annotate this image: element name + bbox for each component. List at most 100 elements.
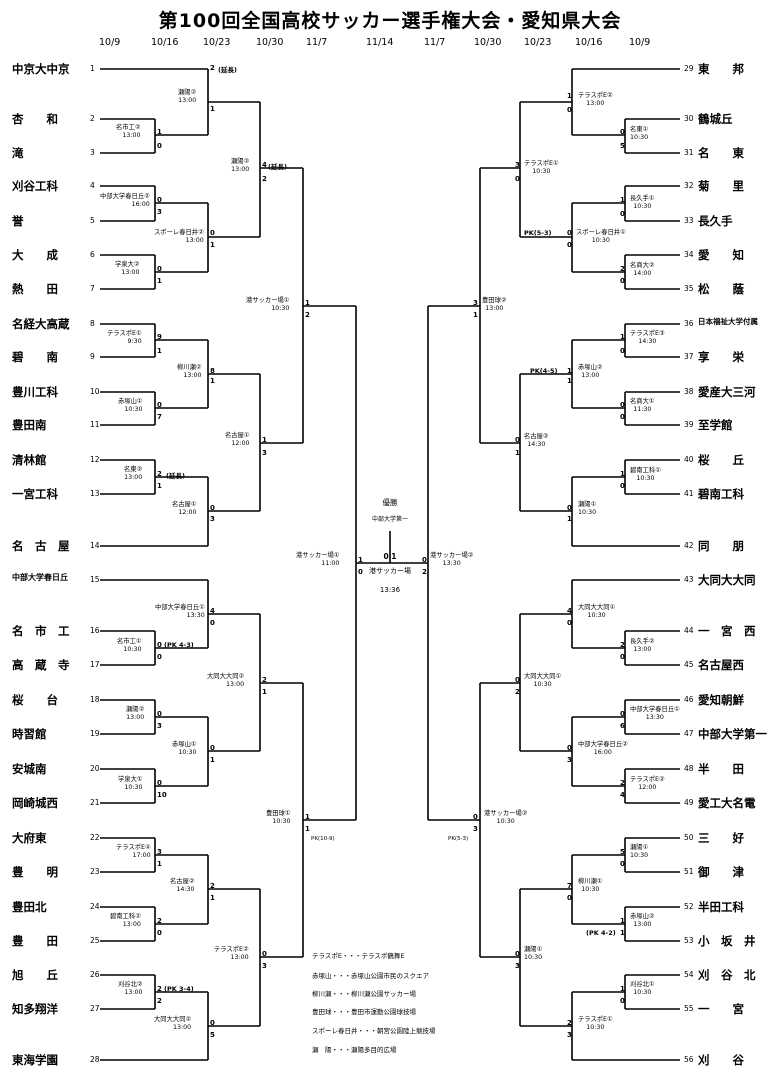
left-team-name: 知多翔洋 xyxy=(12,1002,58,1016)
left-team-name: 豊 田 xyxy=(12,934,58,948)
venue-name: テラスポE② xyxy=(630,776,665,783)
venue-time: 13:00 xyxy=(485,305,504,312)
left-team-seed: 23 xyxy=(90,867,100,876)
match-score: 3 xyxy=(515,962,520,970)
venue-time: 10:30 xyxy=(271,305,290,312)
champion-label: 優勝 xyxy=(382,498,398,507)
venue-name: 中部大学春日丘② xyxy=(578,741,628,748)
match-score: 2 xyxy=(620,779,625,787)
left-team-seed: 21 xyxy=(90,798,100,807)
venue-time: 10:30 xyxy=(123,646,142,653)
date-label: 10/16 xyxy=(575,37,603,48)
right-team-name: 菊 里 xyxy=(698,179,744,193)
left-team-seed: 3 xyxy=(90,148,95,157)
venue-name: テラスポE① xyxy=(524,160,559,167)
left-team-seed: 20 xyxy=(90,764,100,773)
left-team-name: 安城南 xyxy=(12,762,47,776)
left-team-name: 高 蔵 寺 xyxy=(12,658,70,672)
left-team-seed: 17 xyxy=(90,660,100,669)
left-team-seed: 5 xyxy=(90,216,95,225)
right-team-name: 刈 谷 xyxy=(698,1053,744,1067)
venue-time: 13:30 xyxy=(442,560,461,567)
venue-time: 10:30 xyxy=(591,237,610,244)
match-score: 2 xyxy=(567,1019,572,1027)
venue-name: テラスポE④ xyxy=(116,844,151,851)
venue-time: 13:00 xyxy=(124,474,143,481)
match-score: 0 xyxy=(567,106,572,114)
match-score: 2 xyxy=(157,470,162,478)
match-score: 2 xyxy=(262,676,267,684)
venue-name: 名市工② xyxy=(116,124,141,131)
match-score: 1 xyxy=(157,277,162,285)
venue-name: 瀬陽① xyxy=(524,946,543,953)
match-score: 0 xyxy=(567,504,572,512)
right-team-seed: 41 xyxy=(684,489,694,498)
match-score: 2 xyxy=(262,175,267,183)
venue-name: 名市工① xyxy=(117,638,142,645)
venue-name: 大同大大同① xyxy=(578,604,616,611)
left-team-name: 豊川工科 xyxy=(12,385,58,399)
left-team-name: 刈谷工科 xyxy=(12,179,58,193)
venue-time: 10:30 xyxy=(533,681,552,688)
match-score: 7 xyxy=(157,413,162,421)
match-note: (延長) xyxy=(166,472,185,480)
right-team-name: 鶴城丘 xyxy=(698,112,733,126)
match-score: 1 xyxy=(157,860,162,868)
match-score: 3 xyxy=(210,515,215,523)
right-team-seed: 53 xyxy=(684,936,694,945)
match-score: 4 xyxy=(567,607,572,615)
right-team-seed: 46 xyxy=(684,695,694,704)
match-score: 9 xyxy=(157,333,162,341)
match-score: 0 xyxy=(620,482,625,490)
match-score: 1 xyxy=(620,985,625,993)
left-team-name: 大 成 xyxy=(12,248,58,262)
venue-time: 13:00 xyxy=(126,714,145,721)
match-score: 3 xyxy=(567,1031,572,1039)
match-score: 0 xyxy=(157,641,162,649)
venue-time: 14:30 xyxy=(527,441,546,448)
venue-time: 16:00 xyxy=(593,749,612,756)
match-score: 0 xyxy=(567,744,572,752)
venue-name: 碧南工科② xyxy=(110,913,141,920)
venue-name: 名東① xyxy=(630,126,649,133)
venue-name: 長久手② xyxy=(630,638,655,645)
match-score: 1 xyxy=(262,436,267,444)
right-team-name: 名 東 xyxy=(698,146,744,160)
match-score: 0 xyxy=(157,142,162,150)
match-score: 2 xyxy=(157,997,162,1005)
match-score: 0 xyxy=(620,128,625,136)
match-score: 0 xyxy=(620,401,625,409)
venue-time: 13:00 xyxy=(185,237,204,244)
venue-name: テラスポE③ xyxy=(630,330,665,337)
venue-name: 豊田球② xyxy=(482,297,507,304)
venue-time: 17:00 xyxy=(132,852,151,859)
right-team-seed: 42 xyxy=(684,541,694,550)
venue-name: 瀬陽① xyxy=(630,844,649,851)
match-score: 0 xyxy=(157,653,162,661)
date-label: 10/30 xyxy=(256,37,284,48)
right-team-seed: 50 xyxy=(684,833,694,842)
venue-time: 13:00 xyxy=(225,681,245,688)
final-venue: 港サッカー場 xyxy=(369,567,411,575)
right-team-name: 享 栄 xyxy=(698,350,744,364)
venue-name: 瀬陽② xyxy=(126,706,145,713)
venue-name: 名古屋② xyxy=(524,433,549,440)
match-score: 0 xyxy=(620,653,625,661)
match-score: 0 xyxy=(620,860,625,868)
match-score: 2 xyxy=(210,882,215,890)
venue-time: 10:30 xyxy=(633,203,652,210)
venue-time: 13:00 xyxy=(122,921,141,928)
venue-time: 10:30 xyxy=(578,509,597,516)
right-team-seed: 45 xyxy=(684,660,694,669)
left-team-name: 中京大中京 xyxy=(12,62,70,76)
left-team-name: 豊田北 xyxy=(12,900,47,914)
left-team-seed: 22 xyxy=(90,833,100,842)
venue-time: 13:00 xyxy=(183,372,202,379)
